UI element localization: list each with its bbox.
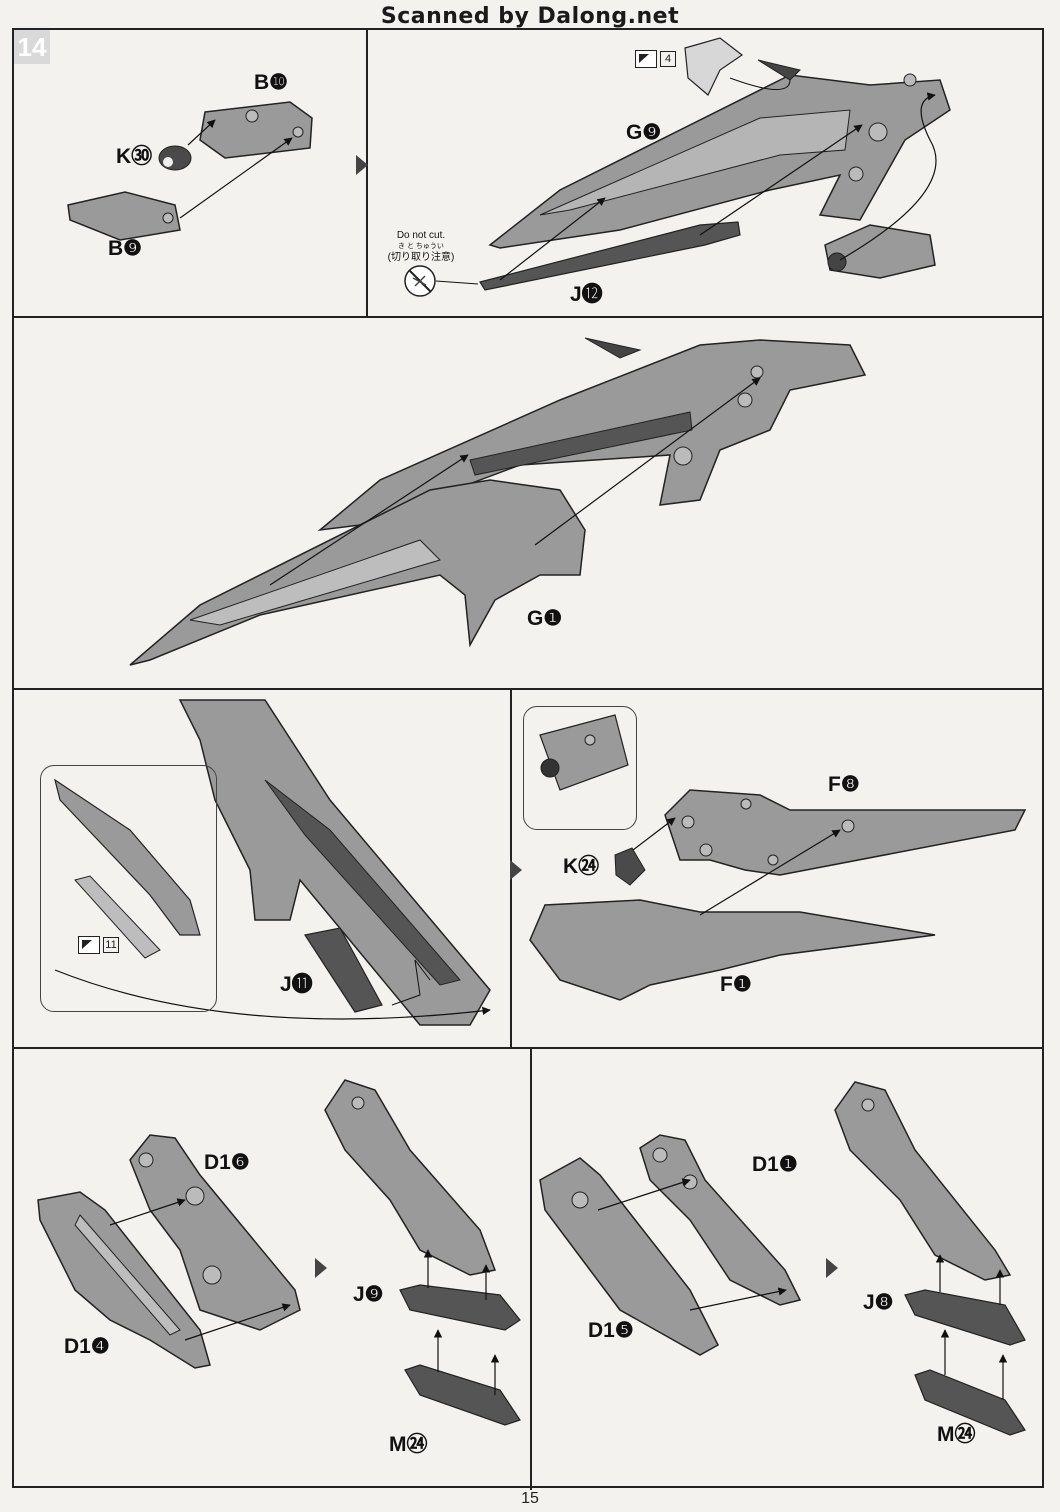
label-j9: J❾ xyxy=(353,1283,384,1306)
label-j11: J⓫ xyxy=(280,973,313,996)
divider-3 xyxy=(14,1047,1042,1049)
step-arrow-2 xyxy=(510,860,522,880)
part-j12-illustration xyxy=(479,221,741,291)
label-d16: D1❻ xyxy=(204,1151,250,1174)
label-m24a: M㉔ xyxy=(389,1433,428,1456)
label-f1: F❶ xyxy=(720,973,752,996)
part-d16-illustration xyxy=(129,1134,301,1331)
reference-page-11: 11 xyxy=(78,936,119,954)
label-j8: J❽ xyxy=(863,1291,894,1314)
step-arrow-3 xyxy=(315,1258,327,1278)
part-f8-illustration xyxy=(664,789,1027,876)
part-d15-illustration xyxy=(539,1157,719,1356)
divider-2 xyxy=(14,688,1042,690)
step-number: 14 xyxy=(14,30,50,64)
part-m24a-illustration xyxy=(404,1364,521,1426)
part-b9-illustration xyxy=(67,191,181,241)
part-j8-illustration xyxy=(904,1289,1026,1346)
detail-inset-k-frame xyxy=(523,706,637,830)
part-g1-illustration xyxy=(129,479,586,666)
step-arrow-4 xyxy=(826,1258,838,1278)
label-g9: G❾ xyxy=(626,121,662,144)
part-b10-illustration xyxy=(199,101,313,159)
label-g1: G❶ xyxy=(527,607,563,630)
label-b10: B❿ xyxy=(254,71,288,94)
do-not-cut-icon xyxy=(404,265,436,297)
detail-inset-k-illustration xyxy=(539,714,629,791)
reference-page-4: 4 xyxy=(635,50,676,68)
part-small-cap-illustration xyxy=(824,224,936,279)
page-number: 15 xyxy=(521,1490,539,1507)
part-m24b-illustration xyxy=(914,1369,1026,1436)
part-g9-illustration xyxy=(488,59,951,249)
vdivider-panel4 xyxy=(530,1047,532,1490)
part-wing-assembly-illustration xyxy=(178,699,491,1026)
part-k30-illustration xyxy=(158,145,192,171)
reference-marker-icon xyxy=(78,936,100,954)
part-j9-illustration xyxy=(399,1284,521,1331)
do-not-cut-note: Do not cut. き と ちゅうい (切り取り注意) xyxy=(387,230,455,263)
label-k24: K㉔ xyxy=(563,855,600,878)
label-d11: D1❶ xyxy=(752,1153,798,1176)
label-j12: J⓬ xyxy=(570,283,603,306)
part-j11-illustration xyxy=(304,927,383,1013)
part-d16-assembled-illustration xyxy=(324,1079,497,1276)
label-d14: D1❹ xyxy=(64,1335,110,1358)
label-d15: D1❺ xyxy=(588,1319,634,1342)
part-d11-assembled-illustration xyxy=(834,1081,1012,1281)
step-arrow-1 xyxy=(356,155,368,175)
part-k24-illustration xyxy=(614,847,646,886)
label-b9: B❾ xyxy=(108,237,142,260)
detail-inset-frame xyxy=(40,765,217,1012)
reference-marker-icon xyxy=(635,50,657,68)
scan-credit-watermark: Scanned by Dalong.net xyxy=(380,4,680,29)
label-k30: K㉚ xyxy=(116,145,153,168)
label-m24b: M㉔ xyxy=(937,1423,976,1446)
divider-1 xyxy=(14,316,1042,318)
part-g9-assembled-illustration xyxy=(317,337,867,532)
vdivider-panel1 xyxy=(366,30,368,316)
detail-inset-illustration xyxy=(54,778,201,959)
label-f8: F❽ xyxy=(828,773,860,796)
part-f1-illustration xyxy=(529,899,936,1001)
part-small-piece-illustration xyxy=(684,37,744,96)
part-d14-illustration xyxy=(37,1191,211,1369)
